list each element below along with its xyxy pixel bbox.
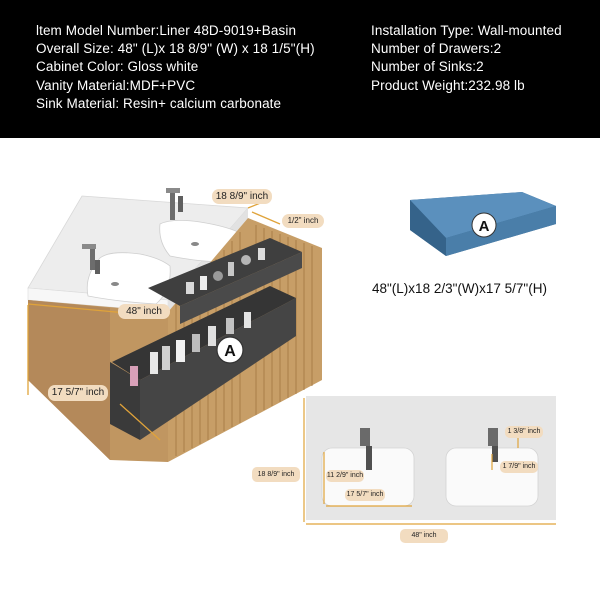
svg-text:A: A — [224, 343, 236, 360]
top-view-width-label: 48" inch — [400, 529, 448, 543]
top-view-illustration — [303, 396, 556, 525]
top-view-faucet-offset-label: 1 3/8" inch — [505, 426, 543, 438]
drain-right — [191, 242, 199, 246]
top-view-faucet-left — [360, 428, 372, 470]
upper-drawer-front — [180, 252, 302, 324]
spec-header: ltem Model Number:Liner 48D-9019+Basin O… — [0, 0, 600, 138]
vanity-width-label: 48" inch — [118, 304, 170, 319]
faucet-right — [166, 188, 183, 220]
spec-installation-type: Installation Type: Wall-mounted — [371, 23, 562, 38]
spec-sink-material: Sink Material: Resin+ calcium carbonate — [36, 95, 282, 111]
faucet-left — [82, 244, 100, 274]
spec-model-number: ltem Model Number:Liner 48D-9019+Basin — [36, 23, 297, 38]
drain-left — [111, 282, 119, 286]
top-view-bowl-depth-label: 1 7/9" inch — [500, 461, 538, 473]
top-view-faucet-right — [488, 428, 498, 462]
vanity-height-label: 17 5/7" inch — [48, 385, 108, 401]
marker-a-vanity: A — [216, 336, 244, 364]
spec-column-left: ltem Model Number:Liner 48D-9019+Basin O… — [36, 22, 315, 113]
vanity-depth-label: 18 8/9" inch — [212, 189, 272, 204]
basin-a-front — [446, 206, 556, 256]
cabinet-back-side — [28, 300, 110, 460]
marker-a-basin — [471, 212, 497, 238]
lower-drawer-front — [140, 298, 296, 440]
spec-column-right: Installation Type: Wall-mounted Number o… — [371, 22, 562, 95]
spec-cabinet-color: Cabinet Color: Gloss white — [36, 59, 199, 75]
basin-a-illustration: A — [410, 192, 556, 256]
basin-a-dimensions: 48"(L)x18 2/3"(W)x17 5/7"(H) — [372, 281, 547, 296]
top-view-bowl-length-label: 17 5/7" inch — [345, 489, 385, 501]
top-view-bowl-width-label: 11 2/9" inch — [326, 470, 364, 482]
spec-product-weight: Product Weight:232.98 lb — [371, 77, 525, 93]
top-view-dimension-lines — [303, 398, 556, 525]
vanity-illustration: A — [27, 188, 322, 462]
spec-overall-size: Overall Size: 48" (L)x 18 8/9" (W) x 18 … — [36, 41, 315, 57]
drawer-contents — [130, 248, 265, 386]
svg-text:A: A — [479, 218, 490, 235]
top-view-depth-label: 18 8/9" inch — [252, 467, 300, 482]
spec-drawer-count: Number of Drawers:2 — [371, 41, 502, 57]
spec-vanity-material: Vanity Material:MDF+PVC — [36, 77, 196, 93]
basin-a-left — [410, 200, 446, 256]
product-illustration: A A — [27, 188, 556, 525]
vanity-thickness-label: 1/2" inch — [282, 214, 324, 228]
spec-sink-count: Number of Sinks:2 — [371, 59, 484, 75]
